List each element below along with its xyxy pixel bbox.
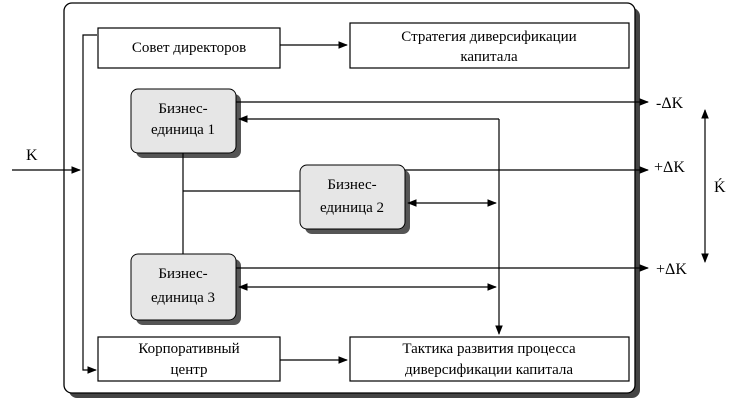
unit2-label-line2: единица 2 — [320, 200, 384, 216]
input-label: K — [26, 147, 38, 164]
unit3-label-line2: единица 3 — [151, 290, 215, 306]
unit2-box — [299, 164, 406, 230]
tactics-box — [349, 336, 630, 382]
output3-label: +ΔK — [656, 261, 687, 278]
unit1-box — [130, 88, 237, 154]
unit1-label-line2: единица 1 — [151, 122, 215, 138]
board-box — [97, 27, 281, 69]
output1-label: -ΔK — [656, 95, 684, 112]
corporate-label-line1: Корпоративный — [138, 341, 239, 357]
output2-label: +ΔK — [654, 159, 685, 176]
corporate-label-line2: центр — [171, 362, 208, 378]
unit2-label-line1: Бизнес- — [327, 177, 376, 193]
unit3-box — [130, 253, 237, 321]
strategy-label-line1: Стратегия диверсификации — [401, 29, 576, 45]
bus-line — [82, 34, 97, 374]
board-label: Совет директоров — [132, 40, 246, 56]
tactics-label-line1: Тактика развития процесса — [402, 341, 576, 357]
unit1-label-line1: Бизнес- — [158, 101, 207, 117]
tactics-label-line2: диверсификации капитала — [405, 362, 573, 378]
strategy-box — [349, 22, 630, 69]
unit3-label-line1: Бизнес- — [158, 266, 207, 282]
corporate-box — [97, 336, 281, 382]
total-label: Ḱ — [714, 177, 726, 196]
strategy-label-line2: капитала — [460, 49, 518, 65]
